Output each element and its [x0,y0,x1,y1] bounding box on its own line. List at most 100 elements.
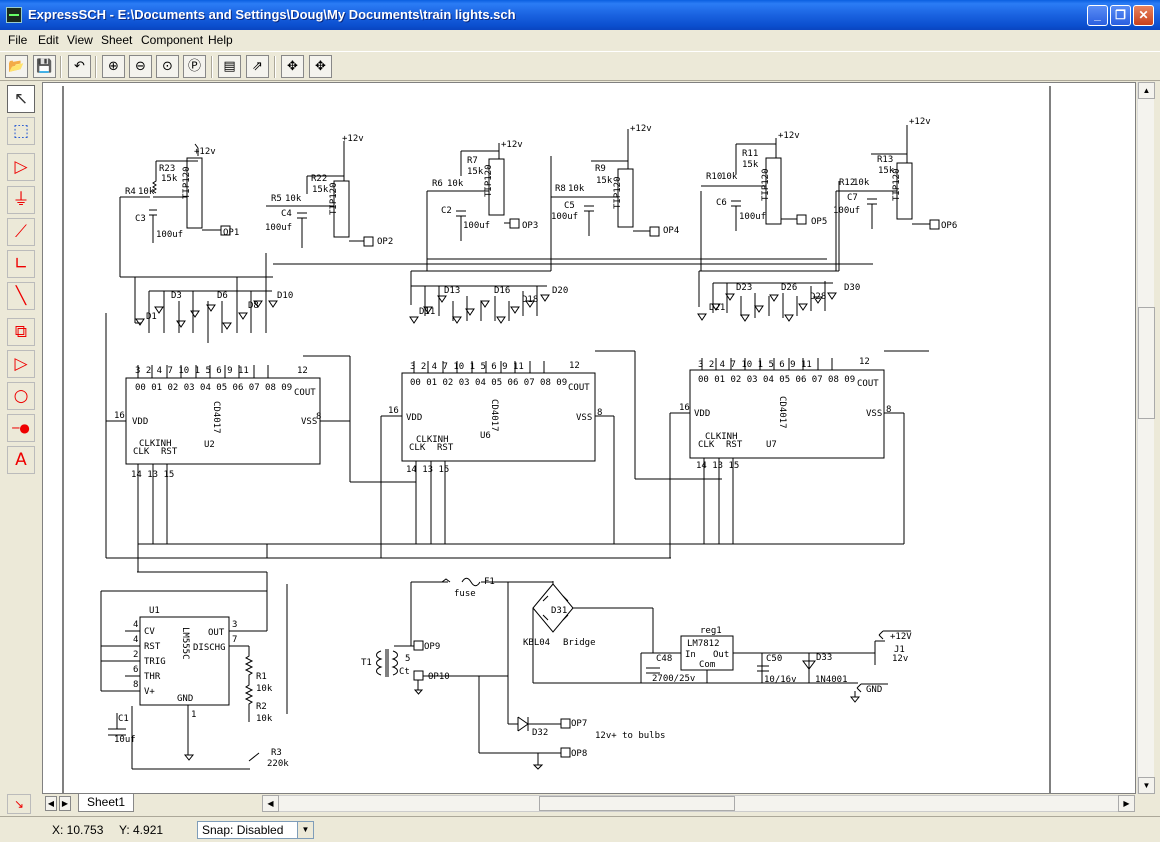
c3-ref: C3 [135,214,146,224]
toolbar-separator [274,56,276,78]
properties-button[interactable]: ▤ [218,55,241,78]
u2-part: CD4017 [211,401,221,434]
menu-file[interactable]: File [8,33,28,47]
u2-cout: COUT [294,388,316,398]
r3-ref: R3 [271,748,282,758]
status-bar: X: 10.753 Y: 4.921 Snap: Disabled ▼ [0,816,1160,842]
pan-button[interactable]: ✥ [281,55,304,78]
c1-ref: C1 [118,714,129,724]
open-button[interactable]: 📂 [5,55,28,78]
gate-icon: ▷ [14,354,28,374]
gnd-port: GND [866,685,882,695]
r9-value: 15k [596,176,613,186]
u6-cout: COUT [568,383,590,393]
driver-q5[interactable]: TIP120 +12v R11 15k R10 10k C6 100uf OP5 [701,131,827,231]
maximize-button[interactable]: ❐ [1110,5,1131,26]
ground-tool[interactable]: ⏚ [7,186,35,214]
tab-prev-icon[interactable]: ◀ [45,796,57,811]
toolbar-separator [211,56,213,78]
scroll-left-icon[interactable]: ◀ [262,795,279,812]
pin-tool[interactable]: ─● [7,414,35,442]
r10-ref: R10 [706,172,722,182]
u6-pins: 3 2 4 7 10 1 5 6 9 11 [410,362,524,372]
driver-q4[interactable]: TIP120 +12v R9 15k R8 10k C5 100uf OP4 [550,124,679,271]
j1-value: 12v [892,654,908,664]
u1-pin6: 6 [133,665,138,675]
menu-edit[interactable]: Edit [38,33,59,47]
u7-ref: U7 [766,440,777,450]
r22-value: 15k [312,185,329,195]
corner-tool-icon[interactable]: ↘ [7,794,31,814]
u1-pin4: 4 [133,620,138,630]
u1-pin-rst: 4 [133,635,138,645]
diode-array-2: D11 D13 D16 D18 D20 [409,156,568,324]
text-tool[interactable]: A [7,446,35,474]
driver-q3[interactable]: TIP120 +12v R7 15k R6 10k C2 100uf OP3 [426,140,538,261]
chevron-down-icon[interactable]: ▼ [297,822,313,838]
title-bar[interactable]: ExpressSCH - E:\Documents and Settings\D… [0,0,1160,30]
u7-pin12: 12 [859,357,870,367]
bus-tool[interactable]: ∟ [7,250,35,278]
port-tool[interactable]: ⧉ [7,318,35,346]
u1-trig: TRIG [144,657,166,667]
zoom-out-button[interactable]: ⊖ [129,55,152,78]
timer-u1[interactable]: U1 CV RST TRIG THR V+ OUT DISCHG GND LM5… [100,571,289,770]
schematic-canvas[interactable]: 00 01 02 03 04 05 06 07 08 09 3 2 4 7 10… [42,82,1136,794]
u1-cv: CV [144,627,155,637]
pan-all-button[interactable]: ✥ [309,55,332,78]
select-tool[interactable]: ↖ [7,85,35,113]
zoom-page-button[interactable]: Ⓟ [183,55,206,78]
c2-ref: C2 [441,206,452,216]
wire-tool[interactable]: ⟋ [7,218,35,246]
counter-u7[interactable]: 00 01 02 03 04 05 06 07 08 09 3 2 4 7 10… [679,357,891,471]
counter-u6[interactable]: 00 01 02 03 04 05 06 07 08 09 3 2 4 7 10… [388,361,602,475]
driver-q2[interactable]: TIP120 +12v R22 15k R5 10k C4 100uf OP2 [265,134,393,248]
scroll-right-icon[interactable]: ▶ [1118,795,1135,812]
tab-sheet1[interactable]: Sheet1 [78,794,134,812]
zoom-in-button[interactable]: ⊕ [102,55,125,78]
u2-rst: RST [161,447,178,457]
c4-ref: C4 [281,209,292,219]
pin-icon: ─● [12,421,30,435]
zoom-out-icon: ⊖ [135,59,146,74]
u2-vss: VSS [301,417,317,427]
vertical-scroll-thumb[interactable] [1138,307,1155,419]
line-tool[interactable]: ╲ [7,282,35,310]
component-tool[interactable]: ▷ [7,153,35,181]
power-supply[interactable]: fuse F1 D31 KBL04 Bridge T1 Ct 5 OP9 OP1… [361,577,912,770]
undo-button[interactable]: ↶ [68,55,91,78]
horizontal-scrollbar[interactable]: ◀ ▶ [262,795,1135,812]
zoom-select-tool[interactable]: ⬚ [7,117,35,145]
r6-value: 10k [447,179,464,189]
send-button[interactable]: ⇗ [246,55,269,78]
driver-q1[interactable]: TIP120 +12v R23 15k R4 10k C3 100uf OP1 [125,143,239,243]
horizontal-scroll-thumb[interactable] [539,796,735,811]
close-button[interactable]: ✕ [1133,5,1154,26]
menu-sheet[interactable]: Sheet [101,33,133,47]
zoom-fit-button[interactable]: ⊙ [156,55,179,78]
scroll-down-icon[interactable]: ▼ [1138,777,1155,794]
u2-clk: CLK [133,447,150,457]
snap-select[interactable]: Snap: Disabled ▼ [197,821,314,839]
r1-ref: R1 [256,672,267,682]
minimize-button[interactable]: _ [1087,5,1108,26]
r4-ref: R4 [125,187,136,197]
d20-ref: D20 [552,286,568,296]
d6-ref: D6 [217,291,228,301]
reg1-com: Com [699,660,715,670]
gate-tool[interactable]: ▷ [7,350,35,378]
u1-out: OUT [208,628,225,638]
save-button[interactable]: 💾 [33,55,56,78]
counter-u2[interactable]: 00 01 02 03 04 05 06 07 08 09 3 2 4 7 10… [114,366,321,480]
c7-ref: C7 [847,193,858,203]
scroll-up-icon[interactable]: ▲ [1138,82,1155,99]
menu-component[interactable]: Component [141,33,204,47]
driver-q6[interactable]: TIP120 +12v R13 15k R12 10k C7 100uf OP6 [833,117,957,271]
circle-tool[interactable]: ○ [7,382,35,410]
u7-cout: COUT [857,379,879,389]
tab-next-icon[interactable]: ▶ [59,796,71,811]
menu-view[interactable]: View [67,33,93,47]
menu-help[interactable]: Help [208,33,233,47]
vertical-scrollbar[interactable]: ▲ ▼ [1137,82,1155,794]
